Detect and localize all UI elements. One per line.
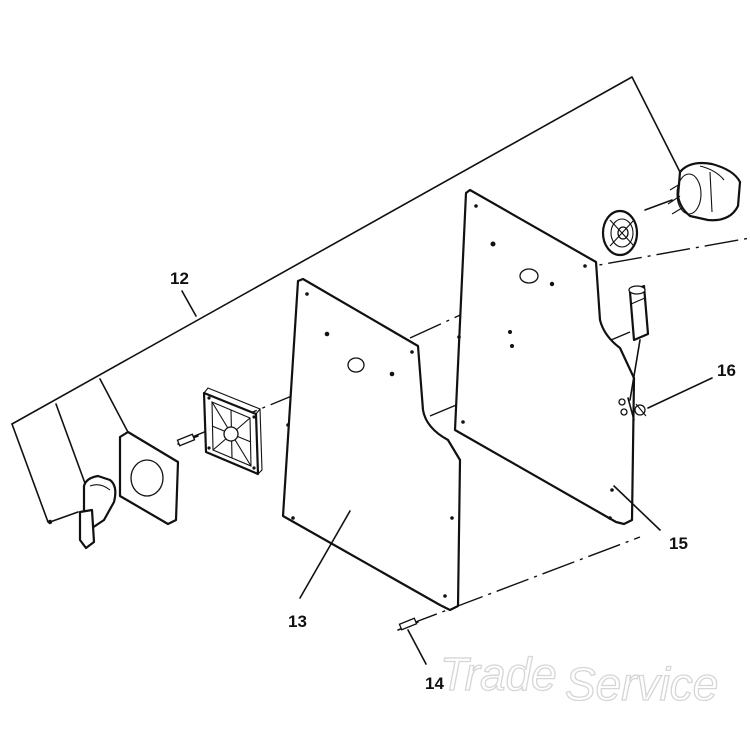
- mounting-flange: [601, 209, 639, 257]
- watermark: Trade Service: [439, 647, 719, 710]
- leader-lines: [181, 290, 713, 599]
- callout-14: 14: [425, 674, 444, 693]
- front-plate-13: [281, 277, 462, 612]
- fan-guard: [202, 387, 263, 476]
- callout-16: 16: [717, 361, 736, 380]
- operating-handle: [47, 474, 117, 550]
- callouts: 12 13 14 15 16: [170, 269, 736, 693]
- callout-13: 13: [288, 612, 307, 631]
- watermark-line2: Service: [565, 658, 718, 710]
- shaft: [628, 284, 650, 401]
- rotary-switch: [644, 161, 742, 222]
- assembly-bracket-12: [11, 76, 684, 523]
- screw-16: [627, 397, 647, 421]
- watermark-line1: Trade: [440, 648, 557, 700]
- pin: [176, 433, 199, 447]
- callout-15: 15: [669, 534, 688, 553]
- screw-14: [397, 617, 427, 665]
- callout-12: 12: [170, 269, 189, 288]
- rear-plate-15: [453, 188, 636, 526]
- adapter-plate: [118, 430, 180, 526]
